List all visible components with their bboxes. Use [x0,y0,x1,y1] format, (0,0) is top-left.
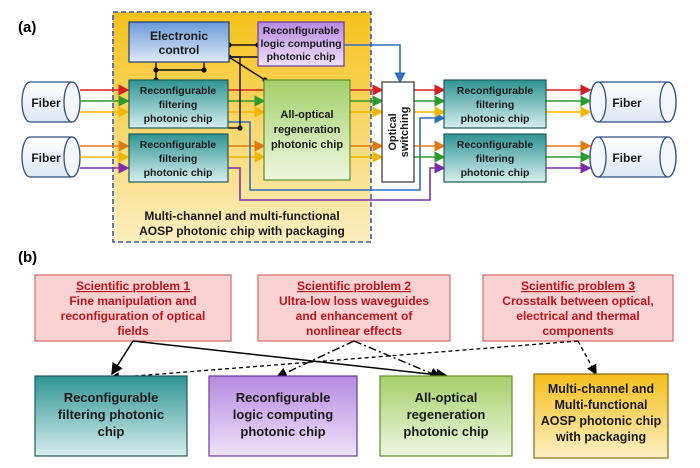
optical-switching-box: Optical switching [381,81,415,183]
outcome-1-line-3: chip [98,424,125,439]
fiber-label: Fiber [31,96,61,110]
fiber-left-bottom: Fiber [21,136,81,178]
outcome-4-line-3: AOSP photonic chip [541,414,662,428]
filter-chip-line-1: Reconfigurable [140,85,217,97]
fiber-label: Fiber [31,151,61,165]
fiber-right-top: Fiber [589,81,677,123]
fiber-label: Fiber [612,96,642,110]
outcome-3-line-1: All-optical [415,390,478,405]
filter-chip-line-2: filtering [159,99,198,111]
electronic-control-line-1: Electronic [150,29,208,43]
package-caption-line-2: AOSP photonic chip with packaging [139,224,345,238]
logic-computing-chip-box: Reconfigurable logic computing photonic … [257,21,345,67]
logic-chip-line-1: Reconfigurable [263,25,340,37]
problem-1-title: Scientific problem 1 [76,279,190,293]
logic-chip-line-3: photonic chip [267,51,336,63]
outcome-1-line-1: Reconfigurable [64,390,159,405]
problem-box-2: Scientific problem 2 Ultra-low loss wave… [257,274,451,342]
filter-chip-line-1: Reconfigurable [457,139,534,151]
filter-chip-line-2: filtering [476,153,515,165]
filter-chip-line-3: photonic chip [461,113,530,125]
problem-2-line-1: Ultra-low loss waveguides [279,294,429,308]
problem-box-1: Scientific problem 1 Fine manipulation a… [34,274,232,342]
problem-2-line-3: nonlinear effects [306,324,402,338]
filter-chip-right-top: Reconfigurable filtering photonic chip [443,79,547,129]
fiber-right-bottom: Fiber [589,136,677,178]
filter-chip-line-1: Reconfigurable [457,85,534,97]
filter-chip-left-top: Reconfigurable filtering photonic chip [128,79,229,129]
regen-chip-line-2: regeneration [274,124,341,136]
outcome-4-line-1: Multi-channel and [548,382,654,396]
filter-chip-left-bottom: Reconfigurable filtering photonic chip [128,133,229,183]
problem-1-line-1: Fine manipulation and [69,294,196,308]
problem-3-line-1: Crosstalk between optical, [502,294,653,308]
filter-chip-line-1: Reconfigurable [140,139,217,151]
filter-chip-line-2: filtering [476,99,515,111]
outcome-4-line-2: Multi-functional [554,398,647,412]
problem-outcome-connectors [108,340,597,383]
problem-3-line-3: components [542,324,614,338]
filter-chip-right-bottom: Reconfigurable filtering photonic chip [443,133,547,183]
panel-b-label: (b) [18,249,37,266]
optical-switching-line-2: switching [399,107,411,158]
fiber-left-top: Fiber [21,81,81,123]
logic-chip-line-2: logic computing [260,38,341,50]
problem-2-title: Scientific problem 2 [297,279,411,293]
outcome-3-line-2: regeneration [407,407,486,422]
outcome-packaging-chip: Multi-channel and Multi-functional AOSP … [533,373,669,459]
package-caption-line-1: Multi-channel and multi-functional [144,209,339,223]
filter-chip-line-3: photonic chip [144,167,213,179]
outcome-2-line-1: Reconfigurable [236,390,331,405]
optical-signal-lines [80,44,592,201]
outcome-1-line-2: filtering photonic [58,407,164,422]
outcome-filtering-chip: Reconfigurable filtering photonic chip [34,375,188,457]
regeneration-chip-box: All-optical regeneration photonic chip [263,79,351,181]
outcome-regeneration-chip: All-optical regeneration photonic chip [379,375,513,457]
panel-a-label: (a) [18,19,36,36]
electronic-control-wires [155,44,266,129]
outcome-2-line-2: logic computing [233,407,333,422]
problem-3-line-2: electrical and thermal [516,309,639,323]
problem-2-line-2: and enhancement of [296,309,414,323]
electronic-control-line-2: control [159,43,200,57]
regen-chip-line-1: All-optical [280,109,333,121]
problem-3-title: Scientific problem 3 [521,279,635,293]
filter-chip-line-3: photonic chip [461,167,530,179]
problem-1-line-3: fields [117,324,149,338]
problem-box-3: Scientific problem 3 Crosstalk between o… [482,274,674,342]
outcome-3-line-3: photonic chip [403,424,488,439]
regen-chip-line-3: photonic chip [271,139,343,151]
fiber-label: Fiber [612,151,642,165]
outcome-logic-chip: Reconfigurable logic computing photonic … [208,375,358,457]
electronic-control-box: Electronic control [128,21,230,63]
problem-1-line-2: reconfiguration of optical [61,309,206,323]
optical-switching-line-1: Optical [387,113,399,150]
filter-chip-line-3: photonic chip [144,113,213,125]
outcome-4-line-4: with packaging [555,430,646,444]
outcome-2-line-3: photonic chip [240,424,325,439]
filter-chip-line-2: filtering [159,153,198,165]
